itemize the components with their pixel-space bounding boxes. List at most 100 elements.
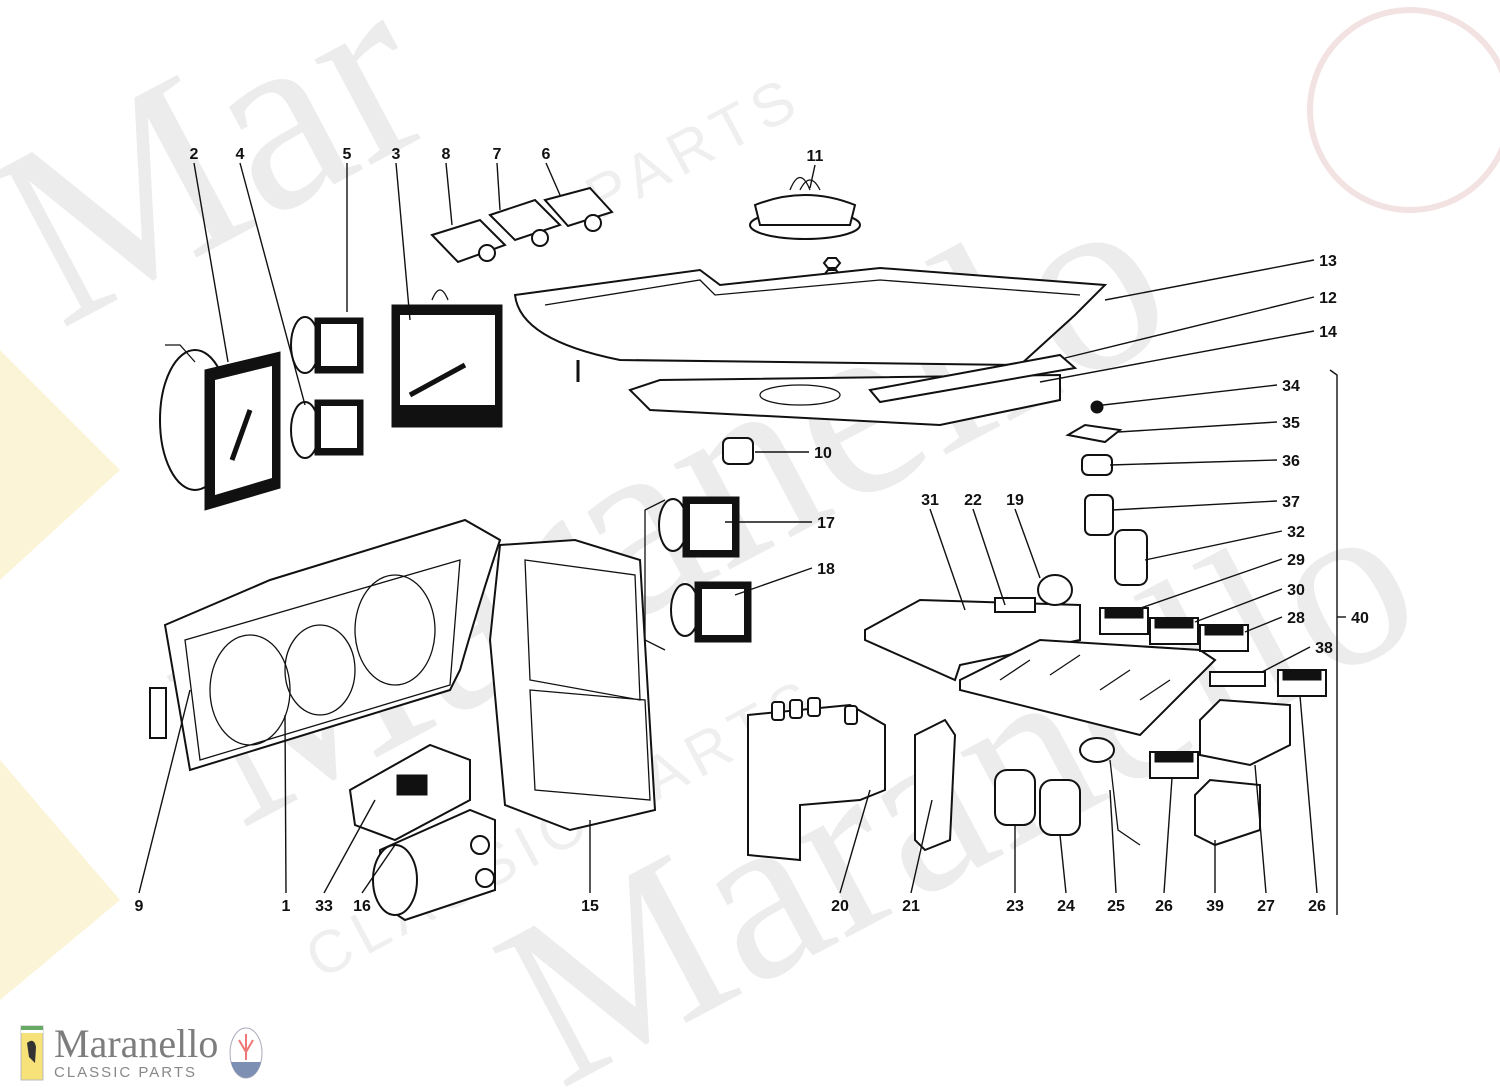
callout-label-7: 7 [493, 146, 502, 163]
callout-leader-line [809, 164, 816, 189]
callout-leader-line [734, 567, 813, 596]
callout-leader-line [972, 508, 1006, 606]
callout-leader-line [1134, 558, 1283, 611]
brand-name: Maranello [54, 1021, 219, 1066]
callout-label-22: 22 [964, 492, 982, 509]
callout-leader-line [910, 799, 933, 894]
callout-label-17: 17 [817, 515, 835, 532]
callout-leader-line [1244, 616, 1283, 633]
callout-leader-line [1059, 834, 1067, 894]
parts [149, 176, 1338, 922]
callout-label-25: 25 [1107, 898, 1125, 915]
callout-label-35: 35 [1282, 415, 1300, 432]
callout-label-12: 12 [1319, 290, 1337, 307]
callout-leader-line [1194, 588, 1283, 623]
relay-box [747, 697, 886, 862]
brand-tagline: CLASSIC PARTS [54, 1064, 197, 1081]
callout-label-36: 36 [1282, 453, 1300, 470]
callout-label-8: 8 [442, 146, 451, 163]
callout-leader-line [395, 162, 411, 321]
callout-leader-line [1014, 508, 1041, 579]
callout-leader-line [445, 162, 453, 226]
rocker-switches [1099, 607, 1327, 779]
callout-leader-line [193, 162, 229, 363]
callout-label-24: 24 [1057, 898, 1075, 915]
callout-leader-line [1117, 421, 1278, 433]
callout-label-6: 6 [542, 146, 551, 163]
callout-label-30: 30 [1287, 582, 1305, 599]
group-bracket-40 [1329, 369, 1338, 915]
callout-leader-line [545, 162, 561, 196]
callout-leader-line [1109, 789, 1117, 894]
callout-label-18: 18 [817, 561, 835, 578]
callout-leader-line [1299, 695, 1318, 894]
callout-leader-line [1163, 777, 1173, 894]
bulb-holder [722, 437, 754, 465]
callout-label-20: 20 [831, 898, 849, 915]
callout-label-26: 26 [1308, 898, 1326, 915]
small-gauges [290, 316, 364, 459]
callout-leader-line [284, 714, 287, 894]
callout-label-39: 39 [1206, 898, 1224, 915]
callout-leader-line [1254, 764, 1267, 894]
callout-label-38: 38 [1315, 640, 1333, 657]
callout-leader-line [1104, 259, 1315, 301]
callout-label-4: 4 [236, 146, 245, 163]
callout-label-3: 3 [392, 146, 401, 163]
callout-label-27: 27 [1257, 898, 1275, 915]
callout-label-19: 19 [1006, 492, 1024, 509]
lighter-and-switch [1065, 400, 1148, 586]
callout-label-15: 15 [581, 898, 599, 915]
callout-label-9: 9 [135, 898, 144, 915]
maranello-logo: Maranello CLASSIC PARTS [20, 1024, 264, 1081]
callout-label-29: 29 [1287, 552, 1305, 569]
rotary-switches [994, 737, 1141, 846]
callout-leader-line [1064, 296, 1315, 359]
callout-label-2: 2 [190, 146, 199, 163]
callout-label-13: 13 [1319, 253, 1337, 270]
callout-leader-line [839, 789, 871, 894]
callout-label-16: 16 [353, 898, 371, 915]
callout-leader-line [1261, 646, 1311, 673]
switch-unit [749, 176, 861, 281]
callout-label-31: 31 [921, 492, 939, 509]
ashtray [1194, 698, 1291, 847]
callout-leader-line [239, 162, 306, 406]
callout-label-34: 34 [1282, 378, 1300, 395]
callout-leader-line [1111, 500, 1278, 511]
callout-label-26: 26 [1155, 898, 1173, 915]
callout-leader-line [496, 162, 501, 211]
callout-label-5: 5 [343, 146, 352, 163]
callout-label-37: 37 [1282, 494, 1300, 511]
bracket [914, 718, 957, 852]
ferrari-watermark-icon [0, 760, 120, 1000]
callout-label-1: 1 [282, 898, 291, 915]
callout-leader-line [1102, 384, 1278, 406]
maserati-watermark-icon [1307, 7, 1500, 213]
callout-leader-line [1144, 530, 1283, 561]
callout-leader-line [1039, 330, 1315, 383]
callout-leader-line [323, 799, 376, 894]
tachometer-gauge [391, 289, 503, 428]
callout-label-23: 23 [1006, 898, 1024, 915]
center-frame [488, 538, 657, 832]
callout-leader-line [929, 508, 966, 611]
maserati-badge-icon [229, 1027, 263, 1078]
callout-label-33: 33 [315, 898, 333, 915]
callout-label-28: 28 [1287, 610, 1305, 627]
callout-leader-line [1109, 459, 1278, 466]
warning-light-units [430, 186, 614, 264]
instrument-cluster-housing [149, 518, 502, 772]
callout-label-40: 40 [1351, 610, 1369, 627]
callout-label-10: 10 [814, 445, 832, 462]
callout-label-11: 11 [807, 148, 824, 165]
clock-and-radio-unit [348, 743, 496, 922]
ferrari-watermark-icon [0, 350, 120, 580]
callout-leader-line [138, 689, 191, 894]
callout-label-14: 14 [1319, 324, 1337, 341]
ferrari-badge-icon [20, 1025, 44, 1080]
speedometer-gauge [159, 344, 281, 511]
callout-label-32: 32 [1287, 524, 1305, 541]
